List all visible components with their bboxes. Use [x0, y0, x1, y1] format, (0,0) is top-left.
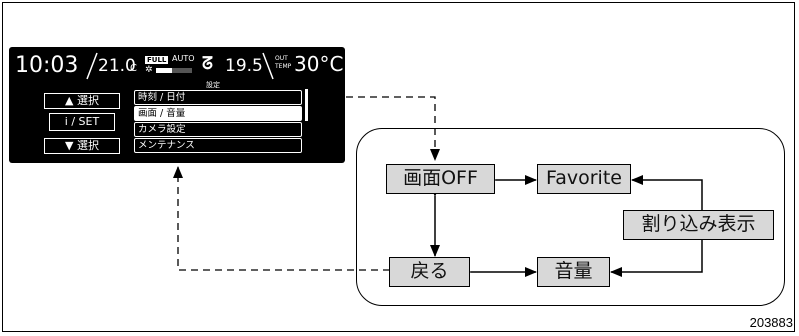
- arrow-interrupt-volume: [610, 240, 703, 277]
- node-favorite: Favorite: [537, 164, 631, 194]
- node-interrupt-display: 割り込み表示: [623, 210, 774, 240]
- menu-scrollbar: [305, 89, 308, 121]
- driver-temp: 21.0: [98, 56, 136, 76]
- outside-label-bottom: TEMP: [275, 63, 292, 70]
- select-up-button[interactable]: ▲ 選択: [44, 93, 120, 109]
- node-back: 戻る: [389, 257, 470, 287]
- info-display: 10:03 21.0 C FULL AUTO ✲ ᘔ 19.5 OUT TEMP…: [9, 47, 345, 163]
- menu-item-maintenance[interactable]: メンテナンス: [134, 138, 302, 153]
- arrow-favorite-interrupt: [631, 175, 707, 221]
- node-screen-off: 画面OFF: [386, 164, 495, 194]
- fan-level-bar: [156, 68, 192, 73]
- separator-slash: [86, 52, 98, 80]
- passenger-temp: 19.5: [225, 56, 263, 76]
- info-set-button[interactable]: i / SET: [49, 113, 115, 131]
- figure-frame: [2, 2, 795, 332]
- clock-time: 10:03: [15, 53, 79, 78]
- dashed-link-back-to-display: [173, 166, 390, 271]
- menu-item-screen-volume[interactable]: 画面 / 音量: [134, 106, 302, 121]
- fan-auto-label: AUTO: [172, 54, 195, 63]
- dashed-link-to-screen-off: [310, 96, 440, 161]
- outside-temp: 30°C: [294, 52, 344, 76]
- menu-item-camera[interactable]: カメラ設定: [134, 122, 302, 137]
- airflow-icon: ᘔ: [202, 54, 213, 74]
- flow-area: [356, 128, 785, 306]
- menu-header: 設定: [206, 81, 220, 89]
- fan-full-badge: FULL: [145, 56, 169, 64]
- outside-label-top: OUT: [275, 55, 288, 62]
- node-volume: 音量: [537, 257, 610, 287]
- select-down-button[interactable]: ▼ 選択: [44, 138, 120, 154]
- figure-code: 203883: [749, 315, 793, 330]
- separator-backslash: [262, 52, 274, 80]
- menu-item-time-date[interactable]: 時刻 / 日付: [134, 90, 302, 105]
- fan-icon: ✲: [145, 65, 153, 75]
- temp-unit-c: C: [130, 63, 137, 74]
